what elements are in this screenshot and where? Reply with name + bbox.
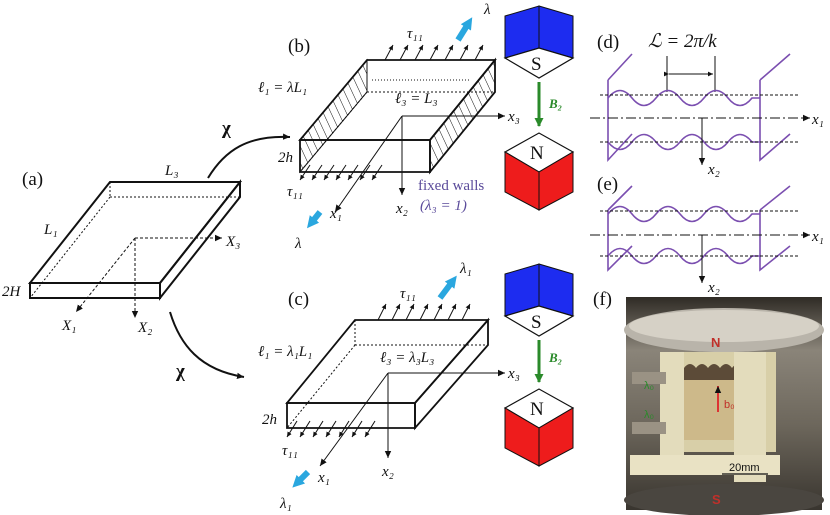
label-c-tau-bottom: τ₁₁ xyxy=(282,443,298,459)
label-fixed-walls: fixed walls xyxy=(418,178,484,194)
magnets-top: S B₂ N xyxy=(503,5,575,211)
label-c-ell3: ℓ₃ = λ₃L₃ xyxy=(380,350,434,366)
chi-top: χ xyxy=(221,118,231,139)
label-b-lambda-top: λ xyxy=(483,2,491,18)
label-b-tau-bottom: τ₁₁ xyxy=(287,184,303,200)
chi-bottom: χ xyxy=(175,361,185,382)
photo-lambda0-top: λ₀ xyxy=(644,380,654,392)
plate-front-face xyxy=(29,282,161,299)
label-c-lambda1-top: λ₁ xyxy=(459,261,472,277)
panel-b-label: (b) xyxy=(288,36,310,57)
label-b2-top: B₂ xyxy=(548,96,562,111)
stretch-arrow-b-bottom xyxy=(307,210,323,229)
label-wavelength: ℒ = 2π/k xyxy=(648,31,717,52)
label-b-x2: x₂ xyxy=(395,201,408,217)
label-e-x1: x₁ xyxy=(811,229,824,245)
label-b-ell3: ℓ₃ = L₃ xyxy=(395,91,438,107)
label-c-x2: x₂ xyxy=(381,464,394,480)
photo-south: S xyxy=(712,492,721,507)
stretch-arrow-b-top xyxy=(455,17,473,42)
panel-e-label: (e) xyxy=(597,174,618,195)
label-b2-bottom: B₂ xyxy=(548,350,562,365)
magnet-s-top: S xyxy=(531,54,542,75)
label-lambda3: (λ₃ = 1) xyxy=(420,198,467,214)
mapping-arrows: χ χ xyxy=(169,118,291,382)
photo-north: N xyxy=(711,335,720,350)
label-d-x1: x₁ xyxy=(811,112,824,128)
label-b-x3: x₃ xyxy=(507,109,520,125)
label-X3: X₃ xyxy=(225,234,240,250)
magnet-n-top: N xyxy=(530,143,544,164)
photo-lambda0-bottom: λ₀ xyxy=(644,409,654,421)
label-c-lambda1-bottom: λ₁ xyxy=(279,496,292,512)
magnet-s-bottom: S xyxy=(531,312,542,333)
panel-a-reference-plate: (a) L₃ L₁ 2H X₃ X₂ X₁ xyxy=(2,163,243,336)
label-b-ell1: ℓ₁ = λL₁ xyxy=(258,80,307,96)
wrinkle-top-d xyxy=(607,89,760,107)
stretch-arrow-c-bottom xyxy=(292,469,311,488)
label-X1: X₁ xyxy=(61,318,76,334)
label-c-2h: 2h xyxy=(262,412,277,428)
panel-b-constrained-block: (b) λ λ xyxy=(258,2,520,252)
label-c-tau-top: τ₁₁ xyxy=(400,286,416,302)
magnet-top-face xyxy=(503,47,575,79)
magnet-n-bottom: N xyxy=(530,399,544,420)
panel-f-label: (f) xyxy=(593,289,612,310)
photo-scale-label: 20mm xyxy=(729,462,760,474)
label-b-lambda-bottom: λ xyxy=(294,236,302,252)
fixed-wall-left xyxy=(299,58,368,174)
panel-e-wrinkle-mode: (e) x₁ x₂ xyxy=(590,174,824,296)
label-b-x1: x₁ xyxy=(329,206,342,222)
label-X2: X₂ xyxy=(137,320,152,336)
label-e-x2: x₂ xyxy=(707,280,720,296)
label-b-2h: 2h xyxy=(278,150,293,166)
panel-d-wrinkle-mode: (d) ℒ = 2π/k x₁ x₂ xyxy=(590,31,824,178)
label-L1: L₁ xyxy=(43,222,58,238)
panel-f-photo: (f) N S λ₀ λ₀ b₀ 20mm xyxy=(593,289,824,515)
stretch-arrow-c-top xyxy=(437,275,457,300)
panel-a-label: (a) xyxy=(22,169,43,190)
wrinkle-top-e xyxy=(607,205,760,223)
label-c-ell1: ℓ₁ = λ₁L₁ xyxy=(258,344,312,360)
panel-c-label: (c) xyxy=(288,289,309,310)
label-d-x2: x₂ xyxy=(707,162,720,178)
label-c-x1: x₁ xyxy=(317,470,330,486)
magnets-bottom: S B₂ N xyxy=(503,263,575,467)
panel-c-free-block: (c) λ₁ λ₁ τ₁₁ τ₁₁ ℓ₁ = λ₁L₁ ℓ₃ xyxy=(258,261,520,512)
panel-d-label: (d) xyxy=(597,32,619,53)
label-c-x3: x₃ xyxy=(507,366,520,382)
label-2H: 2H xyxy=(2,284,22,300)
axis-X1 xyxy=(75,237,136,313)
label-b-tau-top: τ₁₁ xyxy=(407,26,423,42)
photo-field-b0: b₀ xyxy=(724,399,735,411)
label-L3: L₃ xyxy=(164,163,179,179)
